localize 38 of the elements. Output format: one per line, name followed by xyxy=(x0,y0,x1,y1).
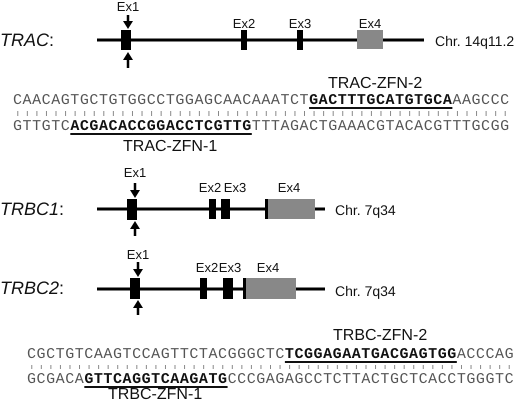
exon xyxy=(233,17,255,50)
exon xyxy=(221,181,246,219)
chromosome-label: Chr. 7q34 xyxy=(335,284,396,298)
exon xyxy=(219,261,241,299)
dna-sequence: CAACAGTGCTGTGGCCTGGAGCAACAAATCTGACTTTGCATGTGCAAAGCCC xyxy=(13,92,510,108)
exon xyxy=(117,0,139,50)
dna-sequence: GCGACAGTTCAGGTCAAGATGCCCGAGAGCCTCTTACTGCTCACCTGGGTC xyxy=(27,372,514,386)
exon-label: Ex3 xyxy=(218,261,242,274)
zfn-label: TRBC-ZFN-1 xyxy=(108,387,202,403)
exon-label: Ex2 xyxy=(198,181,222,194)
zfn-label: TRAC-ZFN-1 xyxy=(123,139,218,155)
dna-sequence: GTTGTCACGACACCGGACCTCGTTGTTTAGACTGAAACGTACACGTTTGCGG xyxy=(13,118,510,134)
exon xyxy=(196,261,218,299)
gene-name: TRBC1: xyxy=(0,200,64,218)
chromosome-label: Chr. 7q34 xyxy=(335,203,396,217)
zfn-label: TRBC-ZFN-2 xyxy=(333,328,428,344)
exon-label: Ex1 xyxy=(116,0,140,13)
exon xyxy=(199,181,221,219)
exon-label: Ex1 xyxy=(126,248,150,261)
chromosome-label: Chr. 14q11.2 xyxy=(435,34,514,48)
exon xyxy=(357,17,383,49)
exon-label: Ex4 xyxy=(358,17,382,30)
exon-label: Ex3 xyxy=(224,181,246,194)
exon-label: Ex4 xyxy=(256,261,280,274)
exon xyxy=(124,166,146,220)
exon-label: Ex1 xyxy=(124,166,146,179)
exon xyxy=(127,248,149,299)
zfn-label: TRAC-ZFN-2 xyxy=(328,76,422,92)
gene-name: TRAC: xyxy=(0,31,54,49)
dna-sequence: CGCTGTCAAGTCCAGTTCTACGGGCTCTCGGAGAATGACGAGTGGACCCAG xyxy=(27,346,514,362)
exon-label: Ex2 xyxy=(232,17,256,30)
exon-label: Ex4 xyxy=(278,181,300,194)
exon xyxy=(243,261,293,299)
exon-label: Ex2 xyxy=(196,261,218,274)
exon xyxy=(289,17,311,50)
gene-name: TRBC2: xyxy=(0,279,64,297)
exon-label: Ex3 xyxy=(288,17,312,30)
exon xyxy=(265,181,312,219)
